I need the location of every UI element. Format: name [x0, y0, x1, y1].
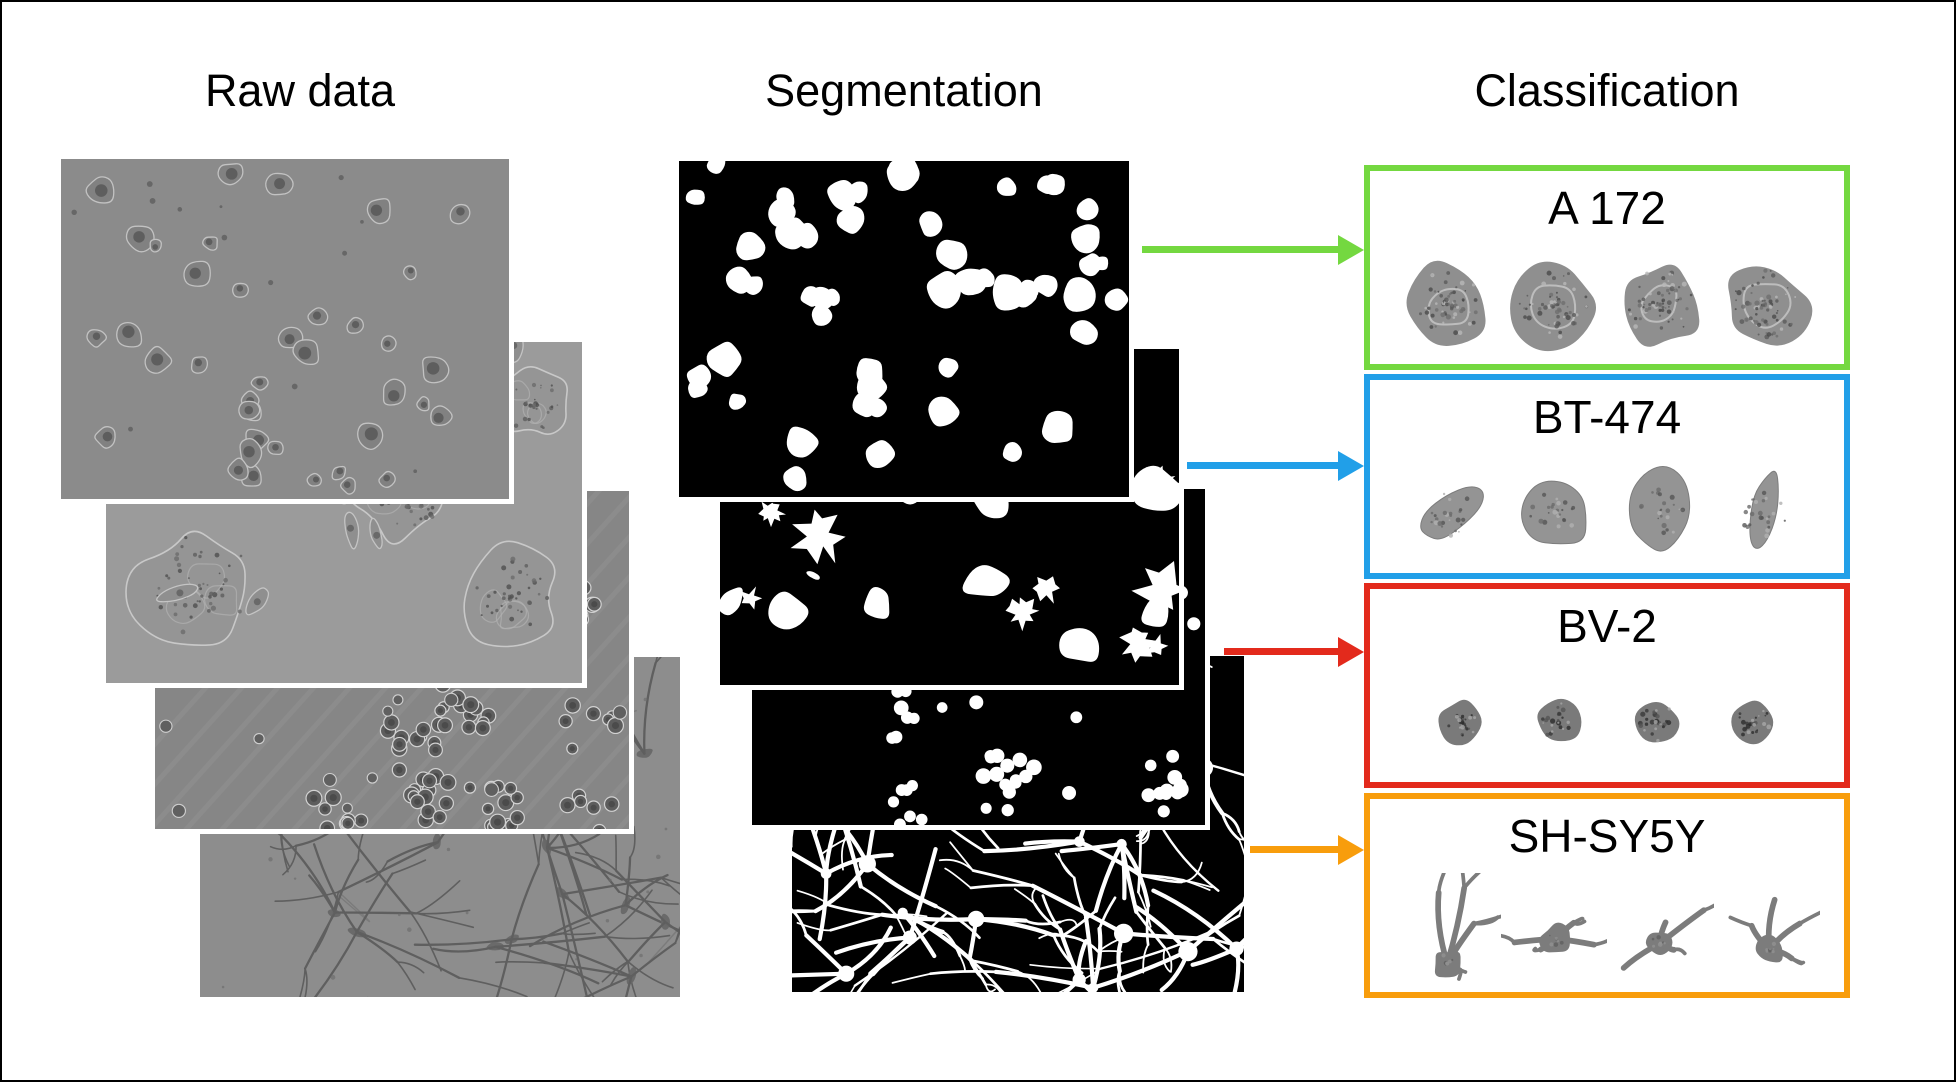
class-label-shsy5y: SH-SY5Y [1508, 810, 1706, 862]
segmentation-mask-1 [674, 156, 1134, 502]
a172-cell-example [1406, 260, 1486, 346]
cell-examples-bt474 [1370, 454, 1844, 572]
bt474-cell-example [1741, 470, 1786, 549]
arrowhead-bt474-icon [1338, 450, 1364, 481]
cell-examples-bv2 [1370, 663, 1844, 781]
class-label-bt474: BT-474 [1532, 391, 1682, 443]
raw-image-1 [56, 154, 514, 504]
classification-title: Classification [1474, 65, 1740, 116]
class-box-a172: A 172 [1364, 165, 1850, 370]
bv2-cell-example [1731, 700, 1774, 745]
class-label-bv2: BV-2 [1557, 600, 1657, 652]
arrowhead-a172-icon [1338, 234, 1364, 265]
bv2-cell-example [1537, 698, 1582, 742]
arrow-to-bt474 [1187, 450, 1364, 481]
class-box-bv2: BV-2 [1364, 583, 1850, 788]
class-box-bt474: BT-474 [1364, 374, 1850, 579]
arrow-to-bv2 [1224, 636, 1364, 667]
a172-cell-example [1727, 265, 1813, 346]
arrowhead-bv2-icon [1338, 636, 1364, 667]
arrow-to-a172 [1142, 234, 1364, 265]
shsy5y-cell-example [1728, 896, 1820, 966]
shsy5y-cell-example [1620, 903, 1714, 971]
bt474-cell-example [1521, 480, 1587, 545]
class-label-a172: A 172 [1548, 182, 1666, 234]
arrowhead-shsy5y-icon [1338, 834, 1364, 865]
bt474-cell-example [1420, 486, 1485, 540]
cell-examples-shsy5y [1370, 873, 1844, 991]
shsy5y-cell-example [1500, 916, 1607, 953]
raw-data-title: Raw data [204, 65, 396, 116]
segmentation-title: Segmentation [765, 65, 1043, 116]
a172-cell-example [1510, 261, 1597, 351]
bt474-cell-example [1628, 466, 1690, 552]
shsy5y-cell-example [1434, 873, 1501, 981]
bv2-cell-example [1438, 699, 1482, 746]
cell-examples-a172 [1370, 245, 1844, 363]
raw-image-1-texture [61, 159, 509, 499]
class-box-shsy5y: SH-SY5Y [1364, 793, 1850, 998]
bv2-cell-example [1634, 702, 1680, 743]
arrow-to-shsy5y [1250, 834, 1364, 865]
a172-cell-example [1624, 264, 1699, 347]
segmentation-mask-1-texture [679, 161, 1129, 497]
